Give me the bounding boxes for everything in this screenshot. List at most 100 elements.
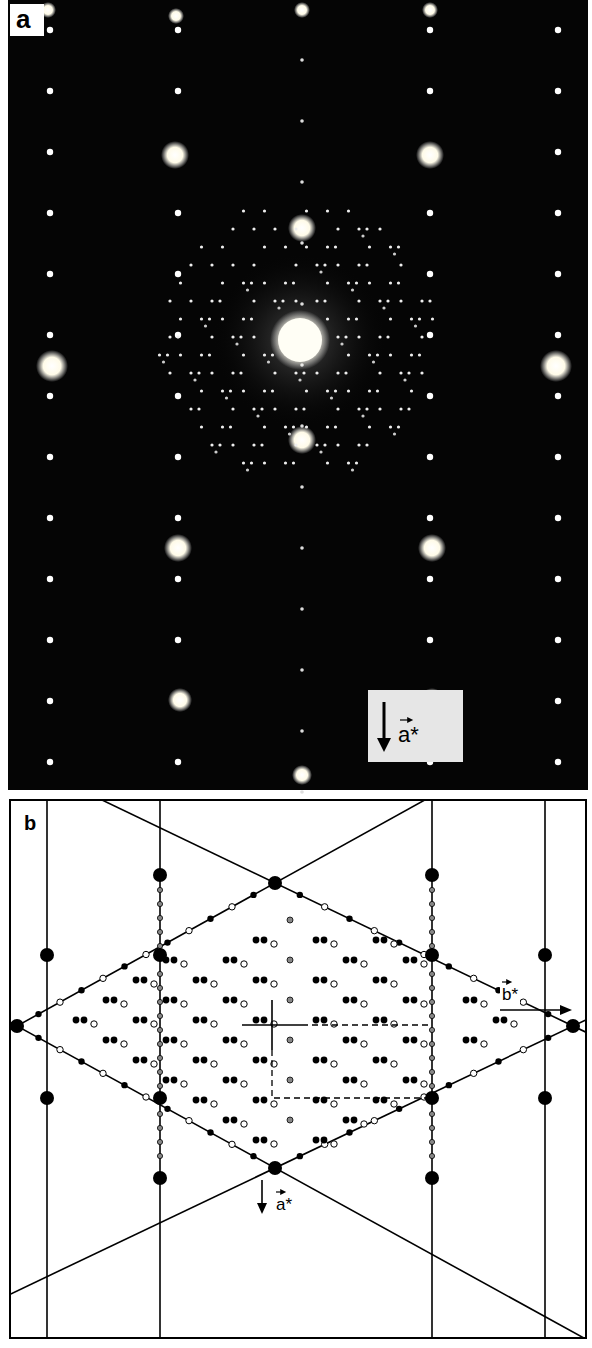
superlattice-spot <box>351 1077 358 1084</box>
satellite-spot <box>231 227 234 230</box>
satellite-spot <box>221 389 224 392</box>
diffraction-spot <box>47 637 53 643</box>
satellite-spot <box>267 360 270 363</box>
superlattice-spot <box>253 1097 260 1104</box>
diffraction-spot <box>175 88 181 94</box>
satellite-spot <box>334 389 337 392</box>
strong-reflection <box>418 534 446 562</box>
satellite-spot <box>200 425 203 428</box>
axis-label: a* <box>274 1196 294 1213</box>
superlattice-spot <box>511 1021 517 1027</box>
satellite-spot <box>214 450 217 453</box>
satellite-spot <box>365 407 368 410</box>
superlattice-spot <box>201 1097 208 1104</box>
satellite-spot <box>242 353 245 356</box>
satellite-spot <box>250 461 253 464</box>
superlattice-spot <box>391 941 397 947</box>
panel-letter: a <box>10 4 44 36</box>
superlattice-spot <box>250 892 256 898</box>
satellite-spot <box>263 281 266 284</box>
diffraction-spot <box>300 180 304 184</box>
superlattice-spot <box>81 1017 88 1024</box>
superlattice-spot <box>429 985 434 990</box>
satellite-spot <box>239 371 242 374</box>
superlattice-spot <box>396 1106 402 1112</box>
superlattice-spot <box>186 927 192 933</box>
superlattice-spot <box>133 1017 140 1024</box>
diffraction-spot <box>175 271 181 277</box>
satellite-spot <box>231 335 234 338</box>
arrow-head <box>377 738 391 752</box>
superlattice-spot <box>381 977 388 984</box>
satellite-spot <box>336 227 339 230</box>
superlattice-spot <box>331 1061 337 1067</box>
satellite-spot <box>200 389 203 392</box>
satellite-spot <box>410 353 413 356</box>
satellite-spot <box>389 245 392 248</box>
superlattice-spot <box>429 915 434 920</box>
arrow-head <box>560 1005 572 1015</box>
satellite-spot <box>347 353 350 356</box>
satellite-spot <box>378 407 381 410</box>
superlattice-spot <box>133 977 140 984</box>
fundamental-spot <box>40 948 54 962</box>
superlattice-spot <box>157 1125 162 1130</box>
diffraction-spot <box>555 88 561 94</box>
superlattice-spot <box>411 957 418 964</box>
superlattice-spot <box>429 1069 434 1074</box>
satellite-spot <box>162 360 165 363</box>
superlattice-spot <box>253 937 260 944</box>
satellite-spot <box>355 281 358 284</box>
superlattice-spot <box>103 997 110 1004</box>
diffraction-spot <box>47 454 53 460</box>
satellite-spot <box>357 407 360 410</box>
satellite-spot <box>418 353 421 356</box>
satellite-spot <box>334 245 337 248</box>
satellite-spot <box>292 425 295 428</box>
superlattice-spot <box>373 937 380 944</box>
satellite-spot <box>336 263 339 266</box>
superlattice-spot <box>331 1101 337 1107</box>
superlattice-spot <box>164 939 170 945</box>
satellite-spot <box>200 317 203 320</box>
superlattice-spot <box>429 1013 434 1018</box>
satellite-spot <box>361 234 364 237</box>
satellite-spot <box>305 209 308 212</box>
diffraction-spot <box>427 27 433 33</box>
diffraction-spot <box>427 576 433 582</box>
superlattice-spot <box>331 941 337 947</box>
satellite-spot <box>200 353 203 356</box>
superlattice-spot <box>429 1153 434 1158</box>
superlattice-spot <box>493 1017 500 1024</box>
superlattice-spot <box>201 977 208 984</box>
satellite-spot <box>231 407 234 410</box>
superlattice-spot <box>331 1021 337 1027</box>
diffraction-spot <box>555 271 561 277</box>
superlattice-spot <box>351 997 358 1004</box>
satellite-spot <box>355 317 358 320</box>
superlattice-spot <box>520 1046 526 1052</box>
superlattice-spot <box>91 1021 97 1027</box>
satellite-spot <box>292 461 295 464</box>
satellite-spot <box>357 299 360 302</box>
satellite-spot <box>260 407 263 410</box>
superlattice-spot <box>157 985 162 990</box>
superlattice-spot <box>403 997 410 1004</box>
lattice-row-line <box>46 800 48 1338</box>
superlattice-spot <box>421 1081 427 1087</box>
diffraction-spot <box>427 637 433 643</box>
fundamental-spot <box>153 868 167 882</box>
satellite-spot <box>414 324 417 327</box>
satellite-spot <box>298 378 301 381</box>
direction-arrow <box>383 702 386 742</box>
superlattice-spot <box>157 999 162 1004</box>
axis-arrow <box>261 1180 263 1205</box>
satellite-spot <box>326 317 329 320</box>
superlattice-spot <box>143 1094 149 1100</box>
diffraction-spot <box>427 332 433 338</box>
satellite-spot <box>368 389 371 392</box>
superlattice-spot <box>164 1106 170 1112</box>
superlattice-spot <box>193 1097 200 1104</box>
superlattice-spot <box>223 1117 230 1124</box>
